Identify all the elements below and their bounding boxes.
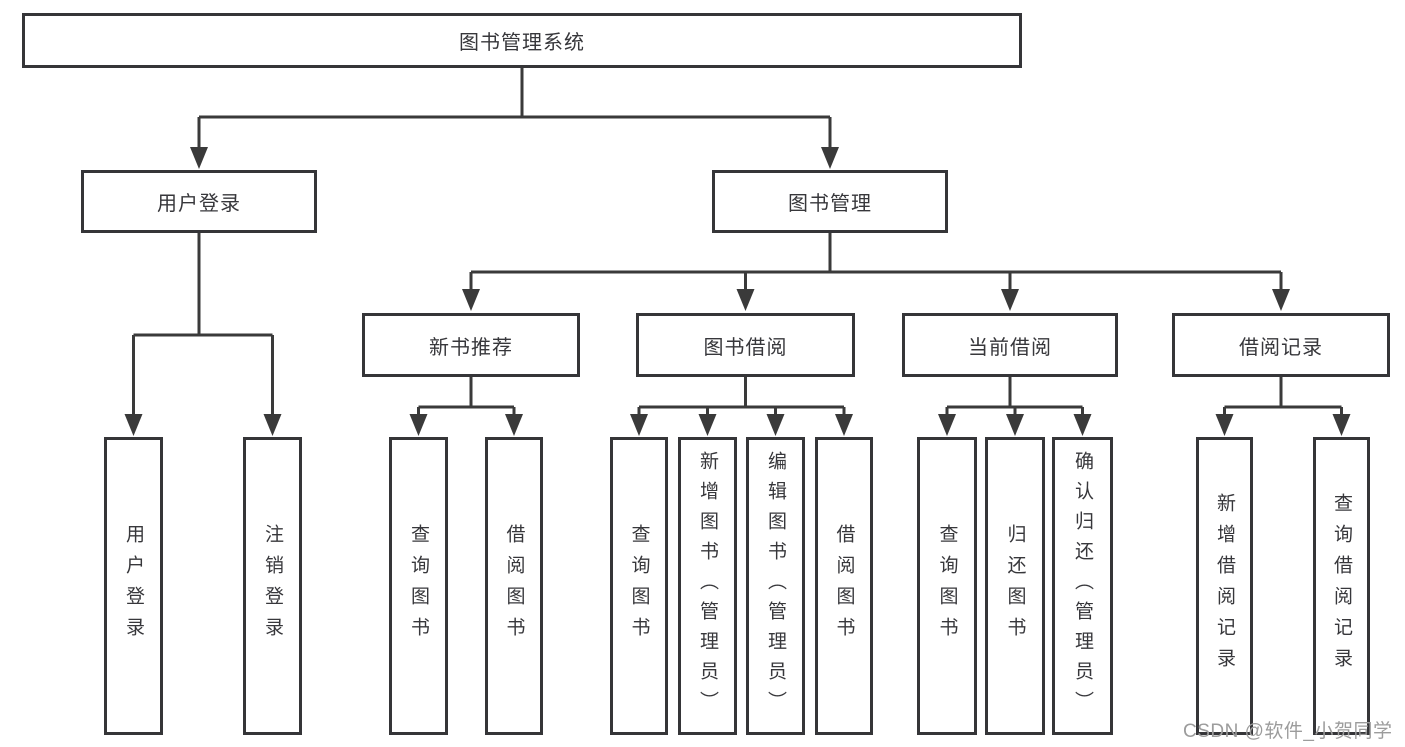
leaf-edit-books-admin: 编辑图书（管理员） — [746, 437, 805, 735]
connector-lines — [132, 68, 1343, 419]
leaf-query-books-borrowing: 查询图书 — [610, 437, 668, 735]
node-user-login: 用户登录 — [81, 170, 317, 233]
node-label: 新增借阅记录 — [1214, 493, 1235, 679]
leaf-add-books-admin: 新增图书（管理员） — [678, 437, 737, 735]
leaf-logout: 注销登录 — [243, 437, 302, 735]
node-label: 编辑图书（管理员） — [765, 451, 786, 721]
node-current-borrowing: 当前借阅 — [902, 313, 1118, 377]
node-library-management-system: 图书管理系统 — [22, 13, 1022, 68]
node-book-borrowing: 图书借阅 — [636, 313, 855, 377]
node-label: 查询图书 — [936, 524, 958, 648]
node-label: 图书管理系统 — [459, 32, 585, 54]
node-label: 查询借阅记录 — [1331, 493, 1352, 679]
leaf-borrow-books-borrowing: 借阅图书 — [815, 437, 873, 735]
node-label: 确认归还（管理员） — [1072, 451, 1093, 721]
node-label: 新书推荐 — [429, 336, 513, 359]
node-label: 新增图书（管理员） — [697, 451, 718, 721]
node-label: 图书管理 — [788, 193, 872, 215]
node-label: 用户登录 — [123, 524, 144, 648]
leaf-return-books: 归还图书 — [985, 437, 1045, 735]
node-label: 图书借阅 — [703, 336, 788, 359]
leaf-query-borrow-record: 查询借阅记录 — [1313, 437, 1370, 735]
node-borrowing-records: 借阅记录 — [1172, 313, 1390, 377]
leaf-query-books-newbooks: 查询图书 — [389, 437, 448, 735]
node-label: 查询图书 — [408, 524, 429, 648]
leaf-confirm-return-admin: 确认归还（管理员） — [1052, 437, 1113, 735]
node-label: 注销登录 — [262, 524, 283, 648]
csdn-watermark: CSDN @软件_小贺同学 — [1183, 721, 1393, 742]
node-book-management: 图书管理 — [712, 170, 948, 233]
node-label: 查询图书 — [628, 524, 650, 648]
leaf-borrow-books-newbooks: 借阅图书 — [485, 437, 543, 735]
node-label: 借阅图书 — [503, 524, 525, 648]
node-new-book-recommendation: 新书推荐 — [362, 313, 580, 377]
leaf-query-books-current: 查询图书 — [917, 437, 977, 735]
node-label: 借阅图书 — [833, 524, 855, 648]
leaf-add-borrow-record: 新增借阅记录 — [1196, 437, 1253, 735]
leaf-user-login: 用户登录 — [104, 437, 163, 735]
node-label: 归还图书 — [1004, 524, 1026, 648]
node-label: 当前借阅 — [968, 336, 1052, 359]
node-label: 借阅记录 — [1239, 336, 1323, 359]
node-label: 用户登录 — [157, 193, 241, 215]
